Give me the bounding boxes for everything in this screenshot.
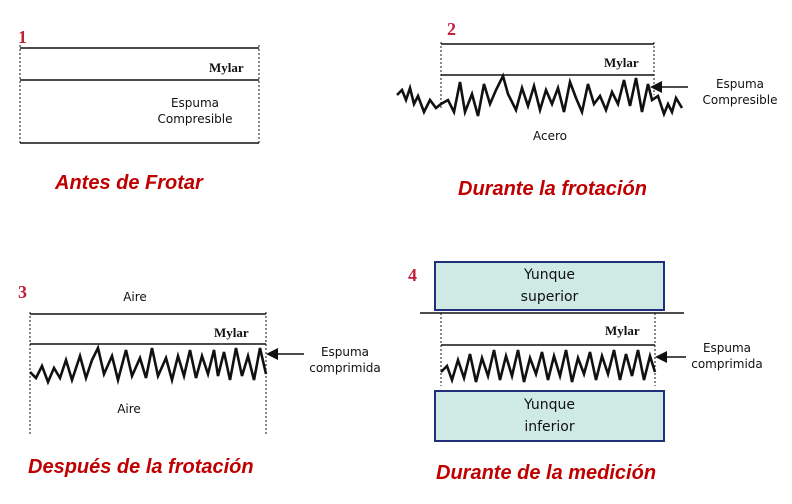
panel2-foam-profile — [396, 72, 684, 118]
panel1-foam-line1: Espuma — [170, 96, 220, 110]
panel4-layers — [420, 312, 686, 386]
panel3-foam-profile — [29, 344, 268, 386]
panel2-mylar-label: Mylar — [604, 55, 639, 70]
panel3-foam-line2: comprimida — [309, 361, 381, 375]
panel3-air-top-label: Aire — [123, 290, 147, 304]
panel2-steel-label: Acero — [533, 129, 567, 143]
panel3-mylar-label: Mylar — [214, 325, 249, 340]
panel1-mylar-label: Mylar — [209, 60, 244, 75]
panel3-foam-label: Espuma comprimida — [300, 344, 390, 376]
upper-anvil-line2: superior — [520, 289, 579, 305]
panel1-foam-line2: Compresible — [157, 112, 233, 126]
panel3-layers — [29, 312, 304, 436]
lower-anvil-line2: inferior — [524, 419, 575, 435]
panel4-foam-label: Espuma comprimida — [682, 340, 772, 372]
panel3-arrow-head — [266, 348, 278, 360]
panel4-arrow-head — [655, 351, 667, 363]
panel1-layers — [19, 45, 260, 144]
upper-anvil: Yunque superior — [434, 261, 665, 311]
panel4-caption: Durante de la medición — [436, 462, 657, 484]
panel3-air-bottom-label: Aire — [117, 402, 141, 416]
panel1-number: 1 — [18, 27, 27, 47]
lower-anvil-line1: Yunque — [523, 397, 576, 413]
panel4-foam-line1: Espuma — [702, 341, 752, 355]
panel1-caption: Antes de Frotar — [55, 172, 203, 194]
panel2-foam-label: Espuma Compresible — [690, 76, 790, 108]
panel2-arrow-head — [650, 81, 662, 93]
panel4-foam-line2: comprimida — [691, 357, 763, 371]
panel2-number: 2 — [447, 19, 456, 39]
lower-anvil: Yunque inferior — [434, 390, 665, 442]
panel1-foam-label: Espuma Compresible — [140, 95, 250, 127]
panel4-number: 4 — [408, 265, 417, 285]
panel2-layers — [396, 42, 688, 118]
panel2-foam-line2: Compresible — [702, 93, 778, 107]
panel2-foam-line1: Espuma — [715, 77, 765, 91]
panel4-mylar-label: Mylar — [605, 323, 640, 338]
panel3-foam-line1: Espuma — [320, 345, 370, 359]
panel3-number: 3 — [18, 282, 27, 302]
upper-anvil-line1: Yunque — [523, 267, 576, 283]
panel4-foam-profile — [440, 349, 657, 385]
panel2-caption: Durante la frotación — [458, 178, 647, 200]
panel3-caption: Después de la frotación — [28, 456, 254, 478]
